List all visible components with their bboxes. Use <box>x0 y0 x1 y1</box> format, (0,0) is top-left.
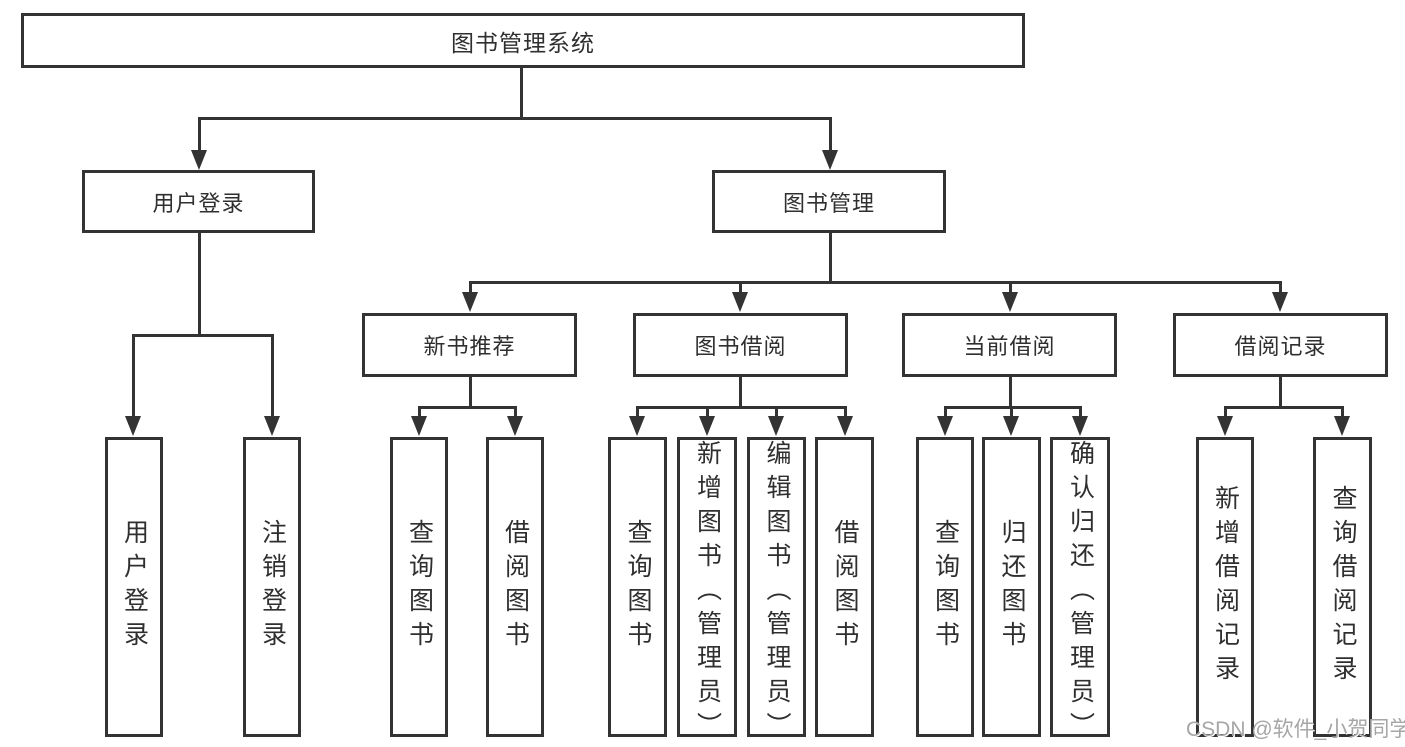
edge-current-l2 <box>1009 406 1013 418</box>
arrow-current-l3 <box>1072 416 1088 436</box>
arrow-recommend-l1 <box>411 416 427 436</box>
arrow-borrow-l4 <box>837 416 853 436</box>
leaf-add-borrow-record: 新增借阅记录 <box>1196 437 1254 737</box>
node-root-system: 图书管理系统 <box>21 13 1025 68</box>
leaf-borrow-books-borrow-label: 借阅图书 <box>831 519 859 655</box>
leaf-query-books-borrow-label: 查询图书 <box>624 519 652 655</box>
arrow-borrow-l2 <box>699 416 715 436</box>
arrow-to-recommend <box>462 292 478 312</box>
node-borrow-records: 借阅记录 <box>1173 313 1388 377</box>
node-root-label: 图书管理系统 <box>451 29 595 56</box>
edge-records-down <box>1278 377 1282 408</box>
edge-to-book-mgmt-stem <box>828 117 832 152</box>
edge-borrow-l3 <box>774 406 778 418</box>
edge-borrow-l2 <box>705 406 709 418</box>
leaf-query-books-current: 查询图书 <box>916 437 974 737</box>
edge-book-mgmt-split <box>468 281 1282 284</box>
arrow-to-user-login <box>191 150 207 170</box>
leaf-return-book-label: 归还图书 <box>998 519 1026 655</box>
leaf-user-login-label: 用户登录 <box>120 519 149 655</box>
edge-user-login-split <box>131 334 274 337</box>
edge-recommend-down <box>468 377 472 408</box>
arrow-current-l2 <box>1003 416 1019 436</box>
arrow-to-borrow <box>732 292 748 312</box>
leaf-add-book-admin-label: 新增图书（管理员） <box>693 440 722 746</box>
arrow-borrow-l3 <box>768 416 784 436</box>
edge-root-down <box>519 65 523 120</box>
node-book-management-label: 图书管理 <box>782 190 875 216</box>
leaf-add-borrow-record-label: 新增借阅记录 <box>1211 485 1240 689</box>
edge-borrow-down <box>738 377 742 408</box>
arrow-records-l2 <box>1334 416 1350 436</box>
node-borrow-records-label: 借阅记录 <box>1234 334 1327 359</box>
edge-current-down <box>1008 377 1012 408</box>
edge-to-leaf-login-stem <box>131 334 135 418</box>
edge-to-leaf-logout-stem <box>270 334 274 418</box>
leaf-confirm-return-admin: 确认归还（管理员） <box>1050 437 1110 746</box>
node-book-borrow: 图书借阅 <box>633 313 848 377</box>
node-book-borrow-label: 图书借阅 <box>694 334 787 359</box>
leaf-query-borrow-record-label: 查询借阅记录 <box>1329 485 1357 689</box>
edge-records-split <box>1223 406 1344 409</box>
leaf-return-book: 归还图书 <box>982 437 1041 737</box>
edge-current-split <box>943 406 1082 409</box>
node-current-borrow: 当前借阅 <box>902 313 1117 377</box>
edge-current-l1 <box>943 406 947 418</box>
node-book-management: 图书管理 <box>712 170 946 233</box>
leaf-query-books-borrow: 查询图书 <box>608 437 667 737</box>
leaf-borrow-books-recommend: 借阅图书 <box>486 437 544 737</box>
leaf-query-books-recommend-label: 查询图书 <box>405 519 434 655</box>
arrow-borrow-l1 <box>629 416 645 436</box>
edge-recommend-l1 <box>417 406 421 418</box>
arrow-records-l1 <box>1217 416 1233 436</box>
arrow-to-records <box>1272 292 1288 312</box>
leaf-confirm-return-admin-label: 确认归还（管理员） <box>1066 440 1095 746</box>
edge-records-l2 <box>1340 406 1344 418</box>
edge-to-records-stem <box>1278 281 1282 295</box>
leaf-query-books-recommend: 查询图书 <box>390 437 448 737</box>
leaf-edit-book-admin: 编辑图书（管理员） <box>747 437 806 746</box>
edge-recommend-split <box>417 406 517 409</box>
edge-current-l3 <box>1078 406 1082 418</box>
edge-root-split <box>197 117 832 120</box>
leaf-add-book-admin: 新增图书（管理员） <box>677 437 737 746</box>
edge-book-mgmt-down <box>828 233 832 283</box>
edge-borrow-l4 <box>843 406 847 418</box>
node-new-book-recommend-label: 新书推荐 <box>423 334 516 359</box>
node-user-login: 用户登录 <box>82 170 315 233</box>
edge-to-recommend-stem <box>468 281 472 295</box>
arrow-recommend-l2 <box>507 416 523 436</box>
node-current-borrow-label: 当前借阅 <box>963 334 1056 359</box>
arrow-to-leaf-login <box>125 416 141 436</box>
arrow-to-book-mgmt <box>822 150 838 170</box>
leaf-query-books-current-label: 查询图书 <box>931 519 960 655</box>
leaf-query-borrow-record: 查询借阅记录 <box>1313 437 1372 737</box>
arrow-current-l1 <box>937 416 953 436</box>
node-user-login-label: 用户登录 <box>152 190 245 216</box>
node-new-book-recommend: 新书推荐 <box>362 313 577 377</box>
edge-to-user-login-stem <box>197 117 201 152</box>
edge-records-l1 <box>1223 406 1227 418</box>
edge-user-login-down <box>197 233 201 336</box>
leaf-logout-label: 注销登录 <box>258 519 287 655</box>
edge-to-current-stem <box>1008 281 1012 295</box>
leaf-edit-book-admin-label: 编辑图书（管理员） <box>763 440 791 746</box>
arrow-to-leaf-logout <box>264 416 280 436</box>
edge-borrow-l1 <box>635 406 639 418</box>
edge-borrow-split <box>635 406 847 409</box>
leaf-borrow-books-borrow: 借阅图书 <box>815 437 874 737</box>
leaf-borrow-books-recommend-label: 借阅图书 <box>501 519 530 655</box>
edge-recommend-l2 <box>513 406 517 418</box>
leaf-user-login: 用户登录 <box>105 437 163 737</box>
leaf-logout: 注销登录 <box>243 437 301 737</box>
csdn-watermark: CSDN @软件_小贺同学 <box>1186 718 1405 741</box>
arrow-to-current <box>1002 292 1018 312</box>
edge-to-borrow-stem <box>738 281 742 295</box>
